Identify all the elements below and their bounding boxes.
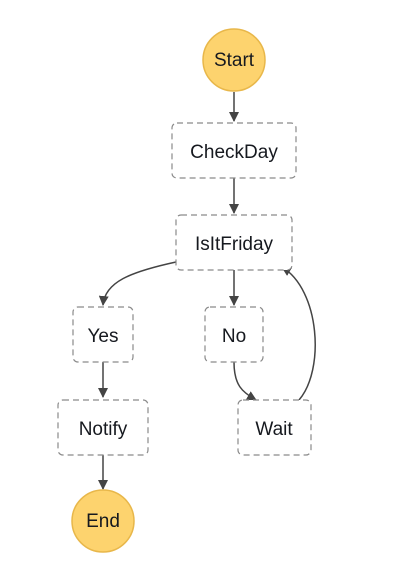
is-it-friday-box [175,214,293,271]
notify-label: Notify [79,419,128,440]
node-end[interactable]: End [71,489,135,553]
edge-isitfriday-to-yes [98,261,177,306]
end-circle [71,489,135,553]
node-notify[interactable]: Notify [57,399,149,456]
start-circle [202,28,266,92]
edges [98,92,316,490]
edge-wait-to-isitfriday [281,266,316,401]
end-label: End [86,511,120,532]
node-yes[interactable]: Yes [72,306,134,363]
node-start[interactable]: Start [202,28,266,92]
no-box [204,306,264,363]
check-day-label: CheckDay [190,142,278,163]
start-label: Start [214,50,255,71]
notify-box [57,399,149,456]
node-wait[interactable]: Wait [237,399,312,456]
is-it-friday-label: IsItFriday [195,234,274,255]
node-is-it-friday[interactable]: IsItFriday [175,214,293,271]
no-label: No [222,326,246,347]
edge-no-to-wait [233,361,257,401]
wait-box [237,399,312,456]
node-no[interactable]: No [204,306,264,363]
node-check-day[interactable]: CheckDay [171,122,297,179]
wait-label: Wait [255,419,293,440]
yes-box [72,306,134,363]
check-day-box [171,122,297,179]
yes-label: Yes [88,326,119,347]
